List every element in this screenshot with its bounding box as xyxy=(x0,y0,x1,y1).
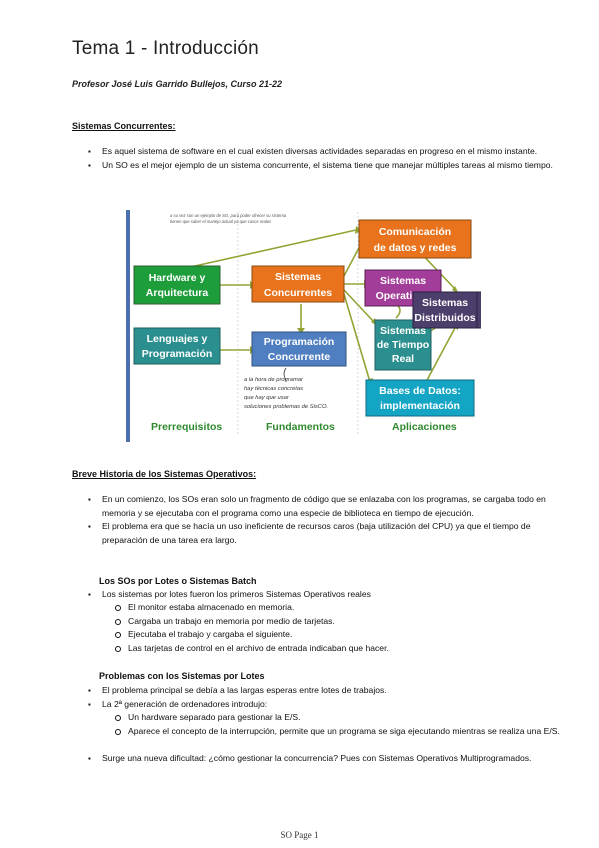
bullet-list-batch: Los sistemas por lotes fueron los primer… xyxy=(88,588,578,602)
list-item: El problema era que se hacía un uso inef… xyxy=(88,520,578,547)
subheading-problemas: Problemas con los Sistemas por Lotes xyxy=(99,671,265,681)
list-item: El monitor estaba almacenado en memoria. xyxy=(114,601,574,615)
list-item: Cargaba un trabajo en memoria por medio … xyxy=(114,615,574,629)
list-item: El problema principal se debía a las lar… xyxy=(88,684,578,698)
handwriting-notes: a la hora de programar hay técnicas conc… xyxy=(244,367,328,410)
subheading-batch: Los SOs por Lotes o Sistemas Batch xyxy=(99,576,257,586)
node-sistemas-concurrentes: Sistemas Concurrentes xyxy=(251,265,345,303)
svg-text:Programación: Programación xyxy=(264,336,335,348)
svg-text:Hardware y: Hardware y xyxy=(149,272,206,284)
svg-text:de Tiempo: de Tiempo xyxy=(377,339,429,351)
bullet-list-problemas-2: Surge una nueva dificultad: ¿cómo gestio… xyxy=(88,752,578,766)
node-bases-datos: Bases de Datos: implementación xyxy=(365,379,475,417)
sublist-batch: El monitor estaba almacenado en memoria.… xyxy=(114,601,574,655)
column-label-prerrequisitos: Prerrequisitos xyxy=(151,421,222,433)
list-item: Ejecutaba el trabajo y cargaba el siguie… xyxy=(114,628,574,642)
svg-text:a la hora de programar: a la hora de programar xyxy=(244,377,304,383)
section-heading-concurrentes: Sistemas Concurrentes: xyxy=(72,121,176,131)
svg-text:soluciones problemas de SisCO.: soluciones problemas de SisCO. xyxy=(244,404,328,410)
svg-text:Sistemas: Sistemas xyxy=(275,271,321,283)
node-sistemas-distribuidos-box: Sistemas Distribuidos xyxy=(412,291,478,329)
list-item: Un SO es el mejor ejemplo de un sistema … xyxy=(88,159,578,173)
page-footer: SO Page 1 xyxy=(280,830,319,840)
svg-text:Bases de Datos:: Bases de Datos: xyxy=(379,385,461,397)
page-title: Tema 1 - Introducción xyxy=(72,38,259,59)
column-label-fundamentos: Fundamentos xyxy=(266,421,335,433)
node-programacion-concurrente: Programación Concurrente xyxy=(251,331,347,367)
handwriting-top-2: tienen que saber el manejo actual ya que… xyxy=(170,219,272,224)
list-item: Un hardware separado para gestionar la E… xyxy=(114,711,574,725)
node-comunicacion-datos-redes: Comunicación de datos y redes xyxy=(358,219,472,259)
page-subtitle: Profesor José Luis Garrido Bullejos, Cur… xyxy=(72,79,283,89)
svg-text:Concurrente: Concurrente xyxy=(268,351,331,363)
list-item: Aparece el concepto de la interrupción, … xyxy=(114,725,574,739)
list-item: Las tarjetas de control en el archivo de… xyxy=(114,642,574,656)
list-item: La 2ª generación de ordenadores introduj… xyxy=(88,698,578,712)
svg-text:Arquitectura: Arquitectura xyxy=(146,287,209,299)
handwriting-top: a su vez son un ejemplo de SO, para pode… xyxy=(170,213,287,218)
node-hardware-arquitectura: Hardware y Arquitectura xyxy=(133,265,221,305)
svg-text:hay técnicas concretas: hay técnicas concretas xyxy=(244,386,303,392)
diagram-left-border xyxy=(126,210,130,442)
svg-text:Real: Real xyxy=(392,353,414,365)
svg-text:Concurrentes: Concurrentes xyxy=(264,287,332,299)
bullet-list-historia: En un comienzo, los SOs eran solo un fra… xyxy=(88,493,578,547)
bullet-list-concurrentes: Es aquel sistema de software en el cual … xyxy=(88,145,578,172)
concurrency-diagram: a su vez son un ejemplo de SO, para pode… xyxy=(126,210,481,442)
section-heading-historia: Breve Historia de los Sistemas Operativo… xyxy=(72,469,257,479)
sublist-problemas: Un hardware separado para gestionar la E… xyxy=(114,711,574,738)
node-lenguajes-programacion: Lenguajes y Programación xyxy=(133,327,221,365)
svg-text:Comunicación: Comunicación xyxy=(379,226,451,238)
svg-text:Sistemas: Sistemas xyxy=(380,275,426,287)
list-item: En un comienzo, los SOs eran solo un fra… xyxy=(88,493,578,520)
bullet-list-problemas: El problema principal se debía a las lar… xyxy=(88,684,578,711)
column-label-aplicaciones: Aplicaciones xyxy=(392,421,457,433)
list-item: Surge una nueva dificultad: ¿cómo gestio… xyxy=(88,752,578,766)
svg-text:Programación: Programación xyxy=(142,348,213,360)
svg-text:Distribuidos: Distribuidos xyxy=(414,312,475,324)
svg-text:Sistemas: Sistemas xyxy=(422,297,468,309)
svg-text:que hay que usar: que hay que usar xyxy=(244,395,290,401)
list-item: Los sistemas por lotes fueron los primer… xyxy=(88,588,578,602)
list-item: Es aquel sistema de software en el cual … xyxy=(88,145,578,159)
svg-text:de datos y redes: de datos y redes xyxy=(374,242,457,254)
svg-text:implementación: implementación xyxy=(380,400,460,412)
svg-text:Lenguajes y: Lenguajes y xyxy=(147,333,208,345)
